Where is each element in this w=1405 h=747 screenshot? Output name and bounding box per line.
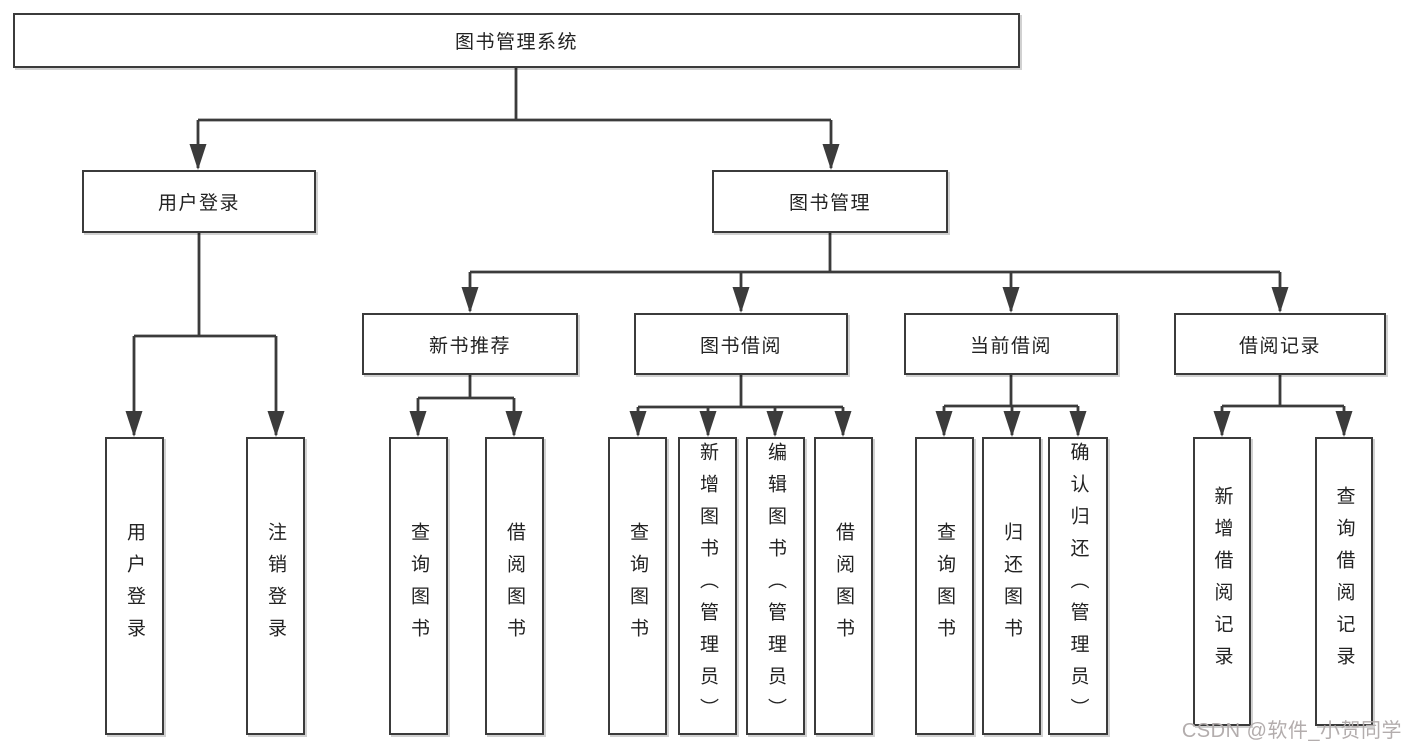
leaf-user-login-2: 注销登录 bbox=[246, 437, 305, 735]
leaf-label: 查询图书 bbox=[627, 522, 648, 650]
leaf-label: 借阅图书 bbox=[504, 522, 525, 650]
leaf-new-book-recommend-2: 借阅图书 bbox=[485, 437, 544, 735]
leaf-current-borrow-1: 查询图书 bbox=[915, 437, 974, 735]
leaf-label: 借阅图书 bbox=[833, 522, 854, 650]
node-root-label: 图书管理系统 bbox=[454, 32, 578, 53]
leaf-label: 编辑图书（管理员） bbox=[765, 442, 786, 730]
node-new-book-recommend: 新书推荐 bbox=[362, 313, 578, 375]
node-book-management: 图书管理 bbox=[712, 170, 948, 233]
node-borrow-records-label: 借阅记录 bbox=[1238, 335, 1321, 357]
leaf-current-borrow-2: 归还图书 bbox=[982, 437, 1041, 735]
leaf-label: 注销登录 bbox=[265, 522, 286, 650]
leaf-label: 新增借阅记录 bbox=[1211, 485, 1233, 678]
node-borrow-records: 借阅记录 bbox=[1174, 313, 1386, 375]
node-root-library-system: 图书管理系统 bbox=[13, 13, 1020, 68]
arrowheads bbox=[125, 144, 1353, 437]
csdn-watermark: CSDN @软件_小贺同学 bbox=[1181, 720, 1402, 742]
node-current-borrow: 当前借阅 bbox=[904, 313, 1118, 375]
leaf-label: 查询图书 bbox=[408, 522, 429, 650]
leaf-book-borrow-2: 新增图书（管理员） bbox=[678, 437, 737, 735]
node-current-borrow-label: 当前借阅 bbox=[969, 335, 1052, 357]
node-user-login: 用户登录 bbox=[82, 170, 316, 233]
node-book-borrow: 图书借阅 bbox=[634, 313, 848, 375]
leaf-book-borrow-4: 借阅图书 bbox=[814, 437, 873, 735]
node-book-management-label: 图书管理 bbox=[788, 193, 871, 214]
leaf-label: 查询借阅记录 bbox=[1333, 485, 1355, 678]
leaf-label: 新增图书（管理员） bbox=[697, 442, 718, 730]
leaf-borrow-records-2: 查询借阅记录 bbox=[1315, 437, 1373, 726]
leaf-label: 查询图书 bbox=[934, 522, 955, 650]
leaf-label: 确认归还（管理员） bbox=[1067, 442, 1089, 730]
leaf-label: 归还图书 bbox=[1001, 522, 1022, 650]
leaf-new-book-recommend-1: 查询图书 bbox=[389, 437, 448, 735]
leaf-current-borrow-3: 确认归还（管理员） bbox=[1048, 437, 1108, 735]
node-user-login-label: 用户登录 bbox=[157, 193, 240, 214]
node-book-borrow-label: 图书借阅 bbox=[699, 335, 782, 357]
leaf-book-borrow-3: 编辑图书（管理员） bbox=[746, 437, 805, 735]
leaf-label: 用户登录 bbox=[124, 522, 145, 650]
node-new-book-recommend-label: 新书推荐 bbox=[428, 335, 511, 357]
leaf-user-login-1: 用户登录 bbox=[105, 437, 164, 735]
leaf-book-borrow-1: 查询图书 bbox=[608, 437, 667, 735]
leaf-borrow-records-1: 新增借阅记录 bbox=[1193, 437, 1251, 726]
